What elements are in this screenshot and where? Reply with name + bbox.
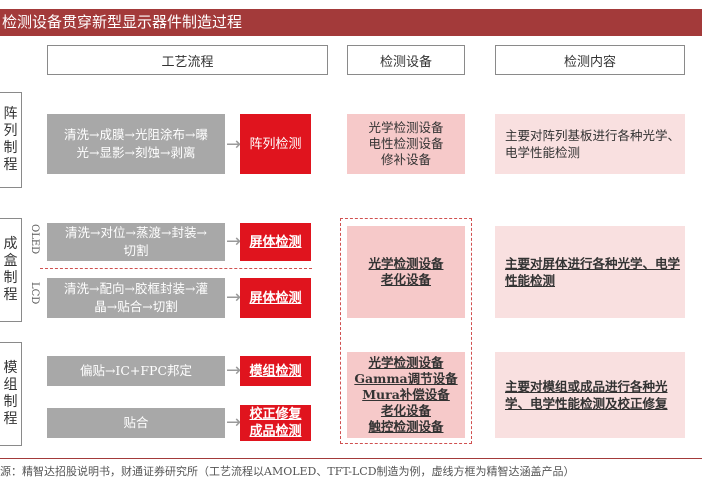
content-array: 主要对阵列基板进行各种光学、电学性能检测 [495,114,685,174]
equipment-array-3: 修补设备 [380,152,431,167]
content-module: 主要对模组或成品进行各种光学、电学性能检测及校正修复 [495,352,685,438]
stage-array-label: 阵列制程 [3,106,18,173]
process-lcd: 清洗→配向→胶框封装→灌晶→贴合→切割 [47,278,225,318]
source-note: 源：精智达招股说明书，财通证券研究所（工艺流程以AMOLED、TFT-LCD制造… [0,465,575,478]
stage-module-label: 模组制程 [3,360,18,427]
equipment-module-3: Mura补偿设备 [362,387,450,402]
inspect-module-2a: 校正修复 [249,407,302,422]
process-module-1: 偏贴→IC+FPC邦定 [47,356,225,386]
inspect-module-1: 模组检测 [240,356,311,386]
equipment-array-1: 光学检测设备 [368,120,444,135]
stage-module: 模组制程 [0,342,22,446]
oled-lcd-divider [40,268,312,269]
stage-array: 阵列制程 [0,92,22,188]
process-module-2: 贴合 [47,408,225,438]
inspect-module-2b: 成品检测 [249,424,302,439]
arrow-right-icon: → [226,134,242,155]
process-array: 清洗→成膜→光阻涂布→曝光→显影→刻蚀→剥离 [47,114,225,174]
lcd-label: LCD [29,282,40,305]
equipment-module-1: 光学检测设备 [368,355,444,370]
arrow-right-icon: → [226,231,242,252]
equipment-cell: 光学检测设备 老化设备 [347,226,465,318]
arrow-right-icon: → [226,412,242,433]
equipment-module-2: Gamma调节设备 [354,371,458,386]
equipment-array-2: 电性检测设备 [368,136,444,151]
stage-cell: 成盒制程 [0,218,22,322]
equipment-array: 光学检测设备 电性检测设备 修补设备 [347,114,465,174]
inspect-module-2: 校正修复 成品检测 [240,405,311,441]
inspect-lcd: 屏体检测 [240,278,311,318]
source-divider [0,458,702,459]
inspect-oled: 屏体检测 [240,223,311,261]
page-title: 检测设备贯穿新型显示器件制造过程 [0,9,702,36]
equipment-cell-2: 老化设备 [380,272,431,287]
arrow-right-icon: → [226,287,242,308]
equipment-module-4: 老化设备 [380,403,431,418]
arrow-right-icon: → [226,360,242,381]
equipment-module: 光学检测设备 Gamma调节设备 Mura补偿设备 老化设备 触控检测设备 [347,352,465,438]
header-equipment: 检测设备 [347,45,465,75]
equipment-module-5: 触控检测设备 [368,419,444,434]
header-content: 检测内容 [495,45,685,75]
process-oled: 清洗→对位→蒸渡→封装→切割 [47,223,225,261]
header-process: 工艺流程 [47,45,328,75]
content-cell: 主要对屏体进行各种光学、电学性能检测 [495,226,685,318]
oled-label: OLED [29,224,40,255]
coverage-dashed-box [340,218,472,444]
equipment-cell-1: 光学检测设备 [368,256,444,271]
stage-cell-label: 成盒制程 [3,236,18,303]
inspect-array: 阵列检测 [240,114,311,174]
